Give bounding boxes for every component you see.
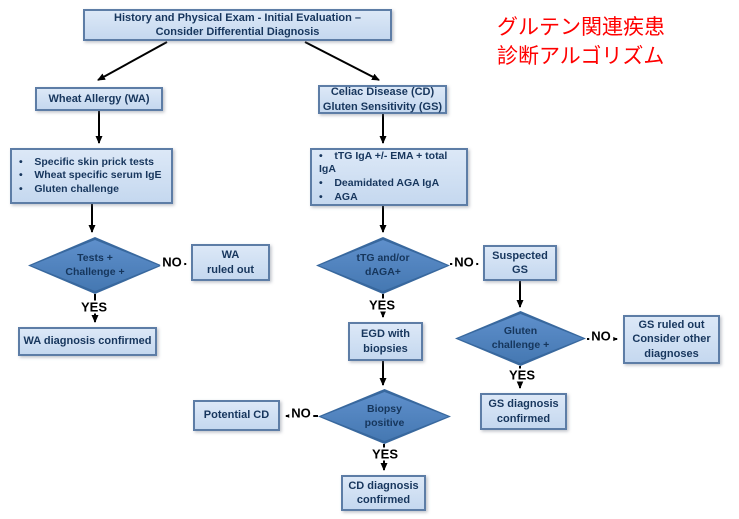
decision-tests-challenge: Tests + Challenge +	[28, 237, 162, 294]
node-egd-biopsies: EGD with biopsies	[348, 322, 423, 361]
decision-tests-challenge-label: Tests + Challenge +	[65, 251, 125, 278]
decision-biopsy-positive: Biopsy positive	[318, 389, 451, 444]
decision-gluten-challenge: Gluten challenge +	[455, 311, 586, 366]
arrow-history-to-wa	[97, 41, 168, 81]
decision-biopsy-positive-label: Biopsy positive	[364, 402, 405, 429]
node-wa-ruled-out: WA ruled out	[191, 244, 270, 281]
node-history-exam: History and Physical Exam - Initial Eval…	[83, 9, 392, 41]
label-yes-gluten: YES	[506, 367, 538, 383]
node-suspected-gs: Suspected GS	[483, 245, 557, 281]
title-japanese: グルテン関連疾患 診断アルゴリズム	[497, 15, 665, 68]
node-wheat-allergy: Wheat Allergy (WA)	[35, 87, 163, 111]
label-no-wa: NO	[160, 254, 184, 270]
decision-ttg-daga-label: tTG and/or dAGA+	[356, 251, 410, 278]
node-wa-confirmed: WA diagnosis confirmed	[18, 327, 157, 356]
label-no-biopsy: NO	[289, 405, 313, 421]
node-cd-confirmed: CD diagnosis confirmed	[341, 475, 426, 511]
label-yes-ttg: YES	[366, 297, 398, 313]
node-cd-tests: • tTG IgA +/- EMA + total IgA • Deamidat…	[310, 148, 468, 206]
node-celiac-gs: Celiac Disease (CD) Gluten Sensitivity (…	[318, 85, 447, 114]
node-gs-ruled-out: GS ruled out Consider other diagnoses	[623, 315, 720, 364]
label-no-gluten: NO	[589, 328, 613, 344]
label-no-ttg: NO	[452, 254, 476, 270]
node-gs-confirmed: GS diagnosis confirmed	[480, 393, 567, 430]
node-potential-cd: Potential CD	[193, 400, 280, 431]
label-yes-biopsy: YES	[369, 446, 401, 462]
node-wa-tests: • Specific skin prick tests • Wheat spec…	[10, 148, 173, 204]
label-yes-wa: YES	[78, 299, 110, 315]
decision-gluten-challenge-label: Gluten challenge +	[491, 324, 550, 351]
decision-ttg-daga: tTG and/or dAGA+	[316, 237, 450, 294]
arrow-history-to-cd	[304, 41, 380, 81]
